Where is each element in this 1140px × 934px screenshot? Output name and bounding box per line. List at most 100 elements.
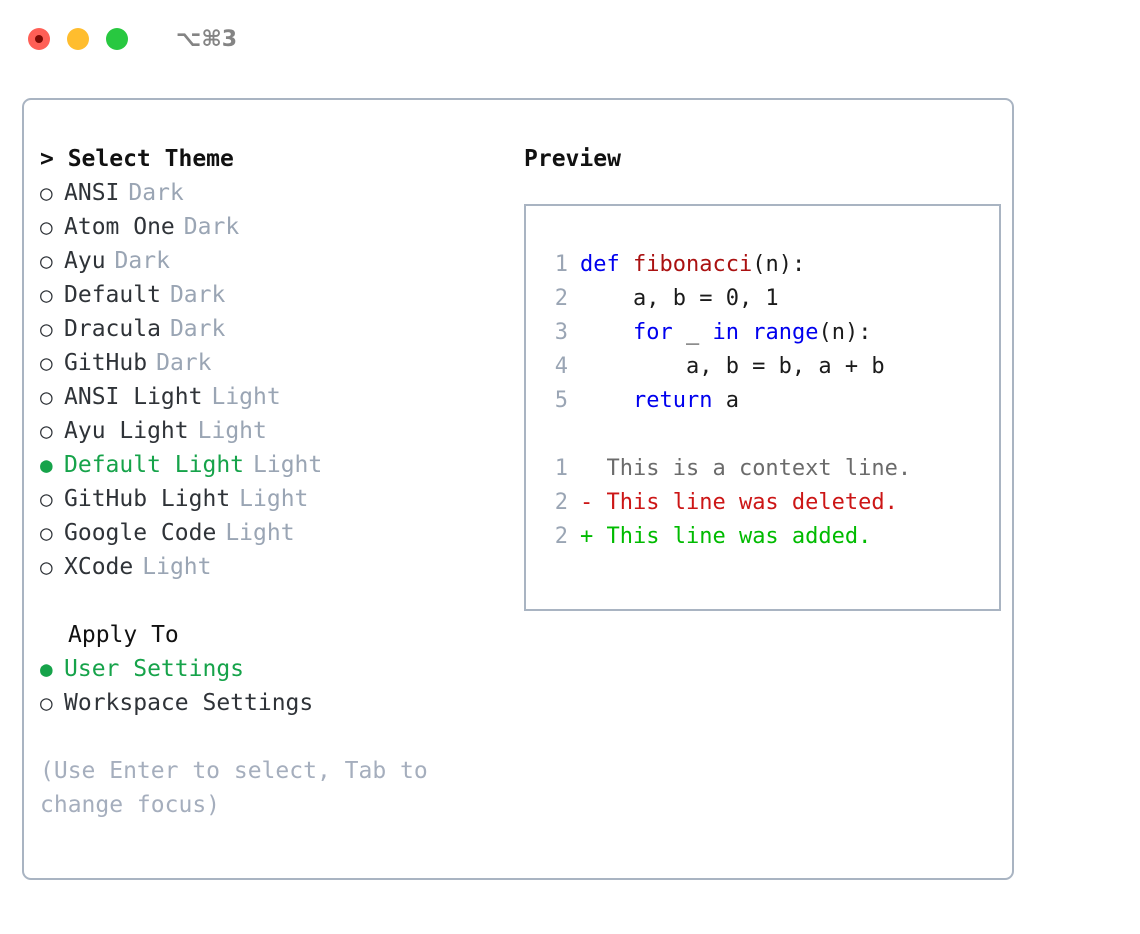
theme-option-category: Light [253,452,323,478]
apply-to-option-list[interactable]: ●User Settings ○ Workspace Settings [40,652,502,720]
line-number: 2 [554,490,568,515]
radio-unselected-icon: ○ [40,317,53,341]
minimize-button-icon[interactable] [67,28,89,50]
section-spacer [40,584,502,618]
code-line: 5 return a [544,384,999,418]
code-token [739,320,752,345]
diff-line: 2+ This line was added. [544,520,999,554]
radio-unselected-icon: ○ [40,555,53,579]
theme-option-xcode[interactable]: ○ XCode Light [40,550,502,584]
close-button-icon[interactable] [28,28,50,50]
theme-option-label: Atom One [64,214,175,240]
radio-unselected-icon: ○ [40,283,53,307]
keyboard-hint-text: (Use Enter to select, Tab to change focu… [40,758,428,818]
code-token: in [712,320,739,345]
theme-option-ansi[interactable]: ○ ANSI Dark [40,176,502,210]
theme-option-default[interactable]: ○ Default Dark [40,278,502,312]
theme-option-dracula[interactable]: ○ Dracula Dark [40,312,502,346]
theme-option-category: Dark [183,214,240,240]
line-number: 2 [554,524,568,549]
theme-option-category: Dark [169,316,226,342]
apply-to-option-workspace-settings[interactable]: ○ Workspace Settings [40,686,502,720]
theme-option-github-light[interactable]: ○ GitHub Light Light [40,482,502,516]
theme-option-category: Light [239,486,309,512]
theme-option-category: Dark [114,248,170,274]
title-bar: ⌥⌘3 [0,0,1140,78]
radio-unselected-icon: ○ [40,181,53,205]
maximize-button-icon[interactable] [106,28,128,50]
code-token: a [712,388,739,413]
line-number: 1 [554,252,568,277]
code-line: 2 a, b = 0, 1 [544,282,999,316]
code-token: (n): [818,320,872,345]
code-token [580,320,633,345]
line-number: 5 [554,388,568,413]
theme-option-default-light[interactable]: ● Default Light Light [40,448,502,482]
radio-unselected-icon: ○ [40,385,53,409]
theme-option-label: XCode [64,554,134,580]
traffic-light-group [28,28,128,50]
radio-unselected-icon: ○ [40,419,53,443]
apply-to-option-label: User Settings [64,656,245,682]
theme-option-category: Dark [128,180,184,206]
diff-text: This line was deleted. [593,490,898,515]
code-token: fibonacci [633,252,753,277]
code-diff-spacer [544,418,999,452]
theme-option-category: Dark [156,350,212,376]
theme-option-label: ANSI [64,180,120,206]
line-number: 1 [554,456,568,481]
theme-option-label: Dracula [64,316,161,342]
apply-to-option-user-settings[interactable]: ●User Settings [40,652,502,686]
theme-option-label: ANSI Light [64,384,203,410]
apply-to-heading: Apply To [68,622,179,648]
theme-option-category: Light [142,554,212,580]
diff-text: This line was added. [593,524,872,549]
radio-unselected-icon: ○ [40,215,53,239]
radio-unselected-icon: ○ [40,521,53,545]
theme-option-label: GitHub Light [64,486,231,512]
apply-to-option-label: Workspace Settings [64,690,314,716]
theme-option-ansi-light[interactable]: ○ ANSI Light Light [40,380,502,414]
code-token [620,252,633,277]
theme-option-label: Google Code [64,520,217,546]
theme-option-label: Default [64,282,161,308]
theme-option-label: Ayu [64,248,106,274]
diff-sample: 1 This is a context line.2- This line wa… [544,452,999,554]
diff-marker [580,456,593,481]
code-line: 4 a, b = b, a + b [544,350,999,384]
code-token: a, b = 0, 1 [580,286,779,311]
theme-option-label: Default Light [64,452,245,478]
close-dot-icon [35,35,43,43]
code-line: 3 for _ in range(n): [544,316,999,350]
keyboard-shortcut-label: ⌥⌘3 [176,26,238,52]
theme-option-category: Light [211,384,281,410]
line-number: 4 [554,354,568,379]
theme-option-category: Dark [169,282,226,308]
code-token: return [632,388,713,413]
code-token: a, b = b, a + b [580,354,885,379]
radio-selected-icon: ● [40,453,53,477]
theme-option-label: GitHub [64,350,148,376]
theme-option-atom-one[interactable]: ○ Atom One Dark [40,210,502,244]
code-token: range [752,320,819,345]
preview-heading: Preview [524,146,621,172]
diff-text: This is a context line. [593,456,912,481]
code-token: _ [672,320,713,345]
code-token: def [580,252,620,277]
code-token: for [632,320,673,345]
radio-unselected-icon: ○ [40,487,53,511]
theme-option-category: Light [197,418,267,444]
radio-unselected-icon: ○ [40,691,53,715]
